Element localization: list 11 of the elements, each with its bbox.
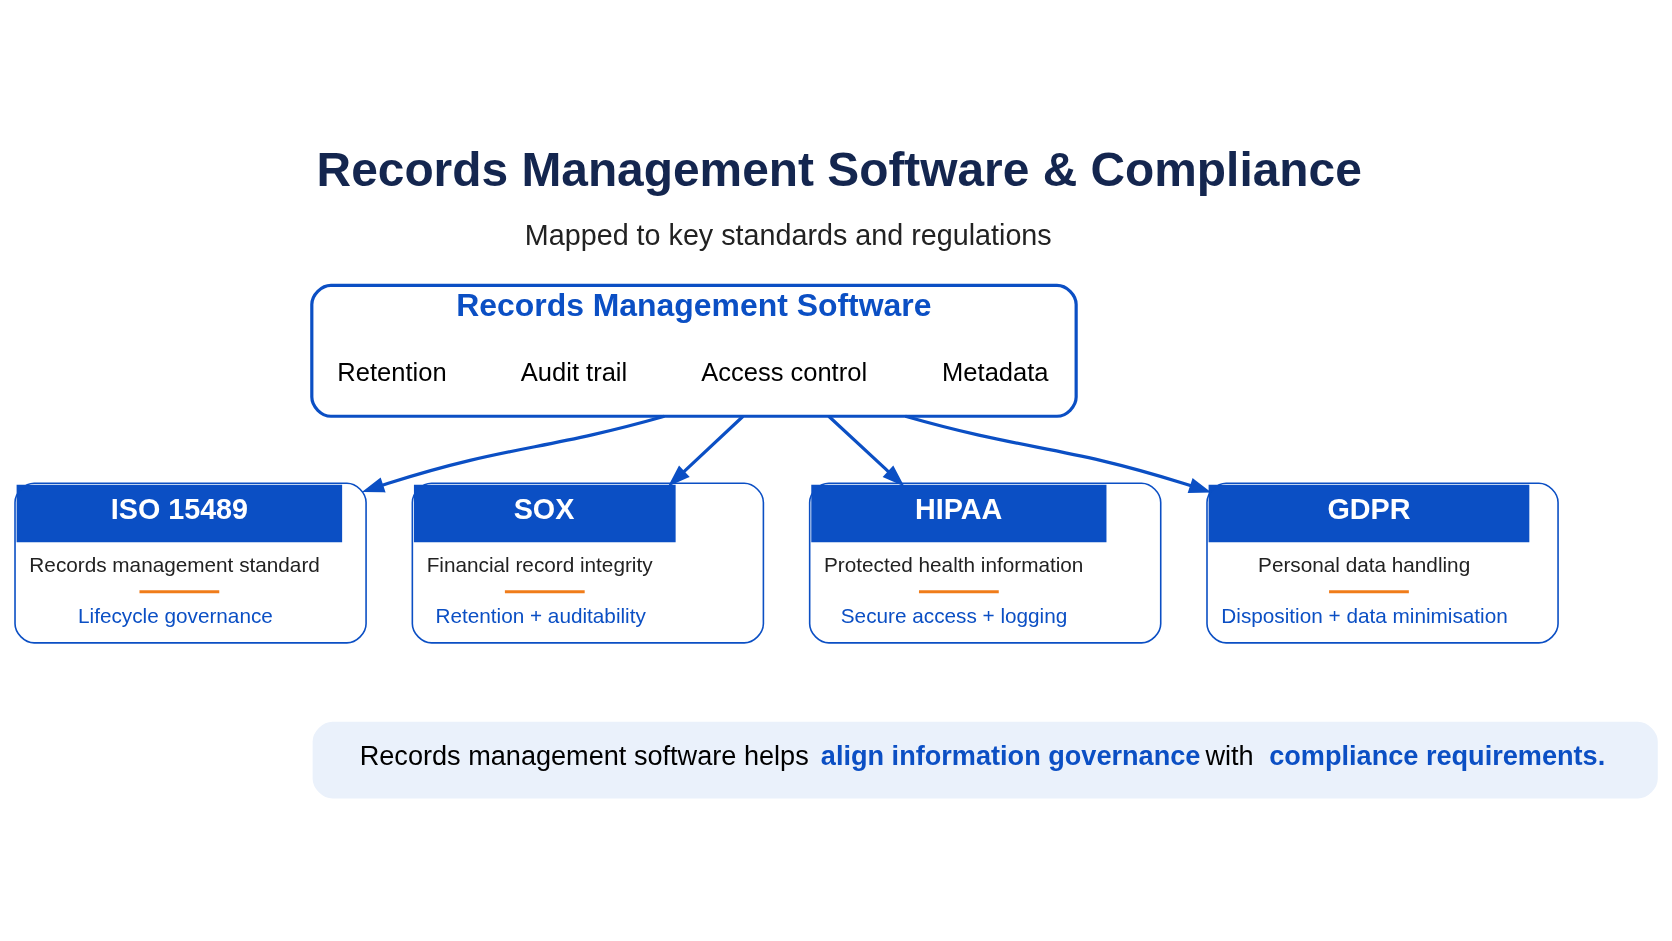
node-text: Audit trail <box>520 357 628 386</box>
arrow <box>827 415 905 487</box>
node-text: Access control <box>701 357 868 386</box>
arrow <box>668 415 745 487</box>
diagram-title: Records Management Software & Compliance <box>316 143 1362 197</box>
arrow <box>361 414 665 493</box>
node-text: Metadata <box>942 357 1049 386</box>
node-text: Retention <box>337 357 447 386</box>
label: Records management software helps align information governance with compliance requirements. <box>359 740 1606 772</box>
label: Mapped to key standards and regulations <box>524 218 1052 251</box>
arrow <box>905 414 1212 493</box>
